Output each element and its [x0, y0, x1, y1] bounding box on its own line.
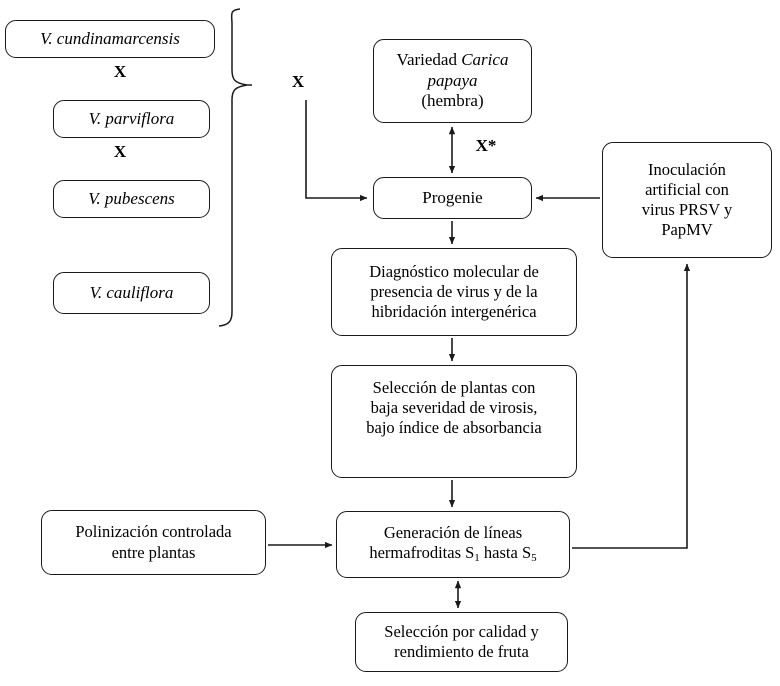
species-label: V. parviflora: [88, 108, 175, 128]
edge-parents-to-progenie: [305, 100, 368, 202]
inoculacion-line2: artificial con: [645, 179, 729, 199]
generacion-text: Generación de líneas hermafroditas S1 ha…: [343, 523, 563, 566]
papaya-text: Variedad Carica papaya (hembra): [380, 50, 525, 112]
progenie-label: Progenie: [422, 187, 483, 207]
generacion-sub-5: 5: [531, 552, 537, 565]
seleccion-plantas-line2: baja severidad de virosis,: [370, 398, 538, 418]
papaya-line1-prefix: Variedad: [396, 49, 462, 69]
species-box-cundinamarcensis[interactable]: V. cundinamarcensis: [5, 20, 215, 58]
diagnostico-line3: hibridación intergenérica: [371, 302, 537, 322]
cross-symbol-progeny: X*: [475, 136, 497, 155]
node-diagnostico-molecular[interactable]: Diagnóstico molecular de presencia de vi…: [331, 248, 577, 336]
grouping-brace: [218, 8, 252, 327]
inoculacion-line4: PapMV: [661, 220, 713, 240]
node-polinizacion-controlada[interactable]: Polinización controlada entre plantas: [41, 510, 266, 575]
seleccion-plantas-line3: bajo índice de absorbancia: [366, 418, 542, 438]
seleccion-fruta-line1: Selección por calidad y: [384, 621, 539, 641]
species-label: V. cundinamarcensis: [40, 28, 180, 48]
node-progenie[interactable]: Progenie: [373, 177, 532, 219]
inoculacion-line1: Inoculación: [648, 159, 726, 179]
node-inoculacion-artificial[interactable]: Inoculación artificial con virus PRSV y …: [602, 142, 772, 258]
seleccion-plantas-text: Selección de plantas con baja severidad …: [338, 378, 570, 438]
papaya-genus: Carica: [461, 49, 509, 69]
edge-generacion-to-inoculacion: [572, 263, 691, 549]
seleccion-plantas-line1: Selección de plantas con: [372, 378, 536, 397]
inoculacion-line3: virus PRSV y: [641, 200, 733, 219]
generacion-line2-mid: hasta S: [479, 543, 532, 563]
species-label: V. cauliflora: [89, 282, 174, 302]
diagnostico-line2: presencia de virus y de la: [370, 281, 538, 301]
seleccion-fruta-line2: rendimiento de fruta: [394, 642, 529, 661]
generacion-line1: Generación de líneas: [383, 523, 523, 543]
node-seleccion-plantas[interactable]: Selección de plantas con baja severidad …: [331, 365, 577, 478]
diagnostico-line1: Diagnóstico molecular de: [369, 261, 539, 281]
papaya-sex: (hembra): [421, 91, 484, 111]
species-label: V. pubescens: [88, 188, 175, 208]
diagnostico-text: Diagnóstico molecular de presencia de vi…: [338, 262, 570, 322]
seleccion-fruta-text: Selección por calidad y rendimiento de f…: [362, 622, 561, 662]
cross-symbol-1: X: [113, 62, 127, 81]
inoculacion-text: Inoculación artificial con virus PRSV y …: [609, 160, 765, 241]
polinizacion-line1: Polinización controlada: [75, 522, 232, 542]
cross-symbol-2: X: [113, 142, 127, 161]
polinizacion-line2: entre plantas: [111, 542, 196, 562]
species-box-parviflora[interactable]: V. parviflora: [53, 100, 210, 138]
generacion-sub-1: 1: [474, 552, 480, 565]
node-variedad-carica-papaya[interactable]: Variedad Carica papaya (hembra): [373, 39, 532, 123]
node-generacion-lineas[interactable]: Generación de líneas hermafroditas S1 ha…: [336, 511, 570, 578]
papaya-species: papaya: [427, 70, 478, 90]
species-box-pubescens[interactable]: V. pubescens: [53, 180, 210, 218]
species-box-cauliflora[interactable]: V. cauliflora: [53, 272, 210, 314]
polinizacion-text: Polinización controlada entre plantas: [48, 522, 259, 562]
generacion-line2-prefix: hermafroditas S: [369, 543, 475, 563]
cross-symbol-brace: X: [291, 72, 305, 91]
node-seleccion-fruta[interactable]: Selección por calidad y rendimiento de f…: [355, 612, 568, 672]
